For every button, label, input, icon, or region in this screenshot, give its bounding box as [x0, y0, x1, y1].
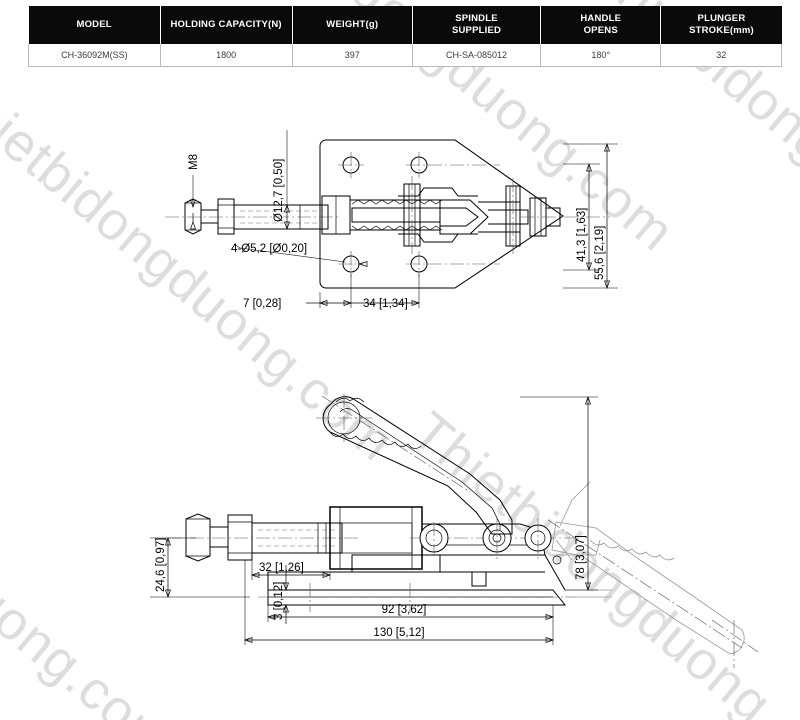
header-line: HOLDING CAPACITY(N) [170, 19, 282, 31]
header-line: STROKE(mm) [689, 25, 754, 36]
plunger-housing [329, 506, 423, 570]
dim-label-handle-height: 78 [3,07] [575, 535, 587, 580]
dim-edge-distance: 7 [0,28] [243, 274, 353, 310]
dim-thread-m8: M8 [188, 154, 200, 230]
dim-label-plunger-dia: Ø12,7 [0,50] [273, 159, 285, 222]
dim-label-mount-length: 92 [3,62] [382, 604, 427, 616]
handle-grip [316, 394, 513, 535]
dim-hole-callout: 4-Ø5,2 [Ø0,20] [231, 243, 368, 267]
header-line: OPENS [583, 25, 618, 36]
handle-ghost-open-position [547, 481, 759, 668]
dim-label-overall-width: 55,6 [2,19] [594, 226, 606, 280]
dim-handle-height: 78 [3,07] [520, 395, 598, 592]
dim-label-edge-distance: 7 [0,28] [243, 298, 281, 310]
pivot-joints [419, 518, 562, 565]
column-header-weight: WEIGHT(g) [291, 6, 414, 44]
column-header-plunger-stroke: PLUNGER STROKE(mm) [660, 6, 782, 44]
header-line: MODEL [76, 19, 112, 31]
product-specification-table: MODEL HOLDING CAPACITY(N) WEIGHT(g) SPIN… [28, 6, 782, 67]
header-line: PLUNGER [697, 13, 746, 25]
table-header-row: MODEL HOLDING CAPACITY(N) WEIGHT(g) SPIN… [28, 6, 782, 44]
dim-label-hole-callout: 4-Ø5,2 [Ø0,20] [231, 243, 307, 255]
side-view-group: 24,6 [0,97] 32 [1,26] 3 [0,12] [150, 394, 759, 668]
dim-label-overall-length: 130 [5,12] [373, 627, 424, 639]
cell-spindle-supplied: CH-SA-085012 [412, 44, 541, 67]
column-header-holding-capacity: HOLDING CAPACITY(N) [159, 6, 293, 44]
dim-label-base-thickness: 3 [0,12] [273, 582, 285, 620]
cell-weight: 397 [291, 44, 414, 67]
column-header-handle-opens: HANDLE OPENS [539, 6, 662, 44]
dim-plunger-extension: 32 [1,26] [250, 560, 332, 580]
column-header-model: MODEL [28, 6, 161, 44]
table-row: CH-36092M(SS) 1800 397 CH-SA-085012 180°… [28, 44, 782, 67]
plunger-body [349, 199, 443, 231]
dim-mount-length: 92 [3,62] [266, 604, 555, 622]
cell-model: CH-36092M(SS) [28, 44, 161, 67]
pivot-pin-right [505, 178, 521, 254]
dim-label-plunger-extension: 32 [1,26] [259, 562, 304, 574]
dim-overall-width: 55,6 [2,19] [563, 142, 618, 290]
top-view-group: M8 Ø12,7 [0,50] 4-Ø5,2 [Ø0,20] [165, 130, 618, 310]
dim-base-width: 41,3 [1,63] [563, 162, 600, 272]
mounting-holes [338, 152, 500, 277]
header-line: SUPPLIED [451, 25, 502, 36]
dim-label-spindle-height: 24,6 [0,97] [155, 538, 167, 592]
dim-label-thread: M8 [188, 154, 200, 170]
header-line: WEIGHT(g) [326, 19, 379, 31]
dim-label-hole-spacing: 34 [1,34] [363, 298, 408, 310]
dim-plunger-diameter: Ø12,7 [0,50] [273, 130, 290, 231]
column-header-spindle-supplied: SPINDLE SUPPLIED [412, 6, 541, 44]
cell-handle-opens: 180° [539, 44, 662, 67]
dim-overall-length: 130 [5,12] [243, 560, 555, 645]
cell-holding-capacity: 1800 [159, 44, 293, 67]
dim-hole-spacing: 34 [1,34] [351, 274, 421, 310]
dim-spindle-height: 24,6 [0,97] [150, 536, 250, 599]
dim-base-thickness: 3 [0,12] [268, 565, 300, 624]
header-line: HANDLE [580, 13, 622, 25]
cell-plunger-stroke: 32 [660, 44, 782, 67]
dim-label-base-width: 41,3 [1,63] [576, 208, 588, 262]
header-line: SPINDLE [455, 13, 498, 25]
spec-table-wrapper: MODEL HOLDING CAPACITY(N) WEIGHT(g) SPIN… [0, 0, 800, 72]
pivot-pin-left [403, 176, 421, 254]
